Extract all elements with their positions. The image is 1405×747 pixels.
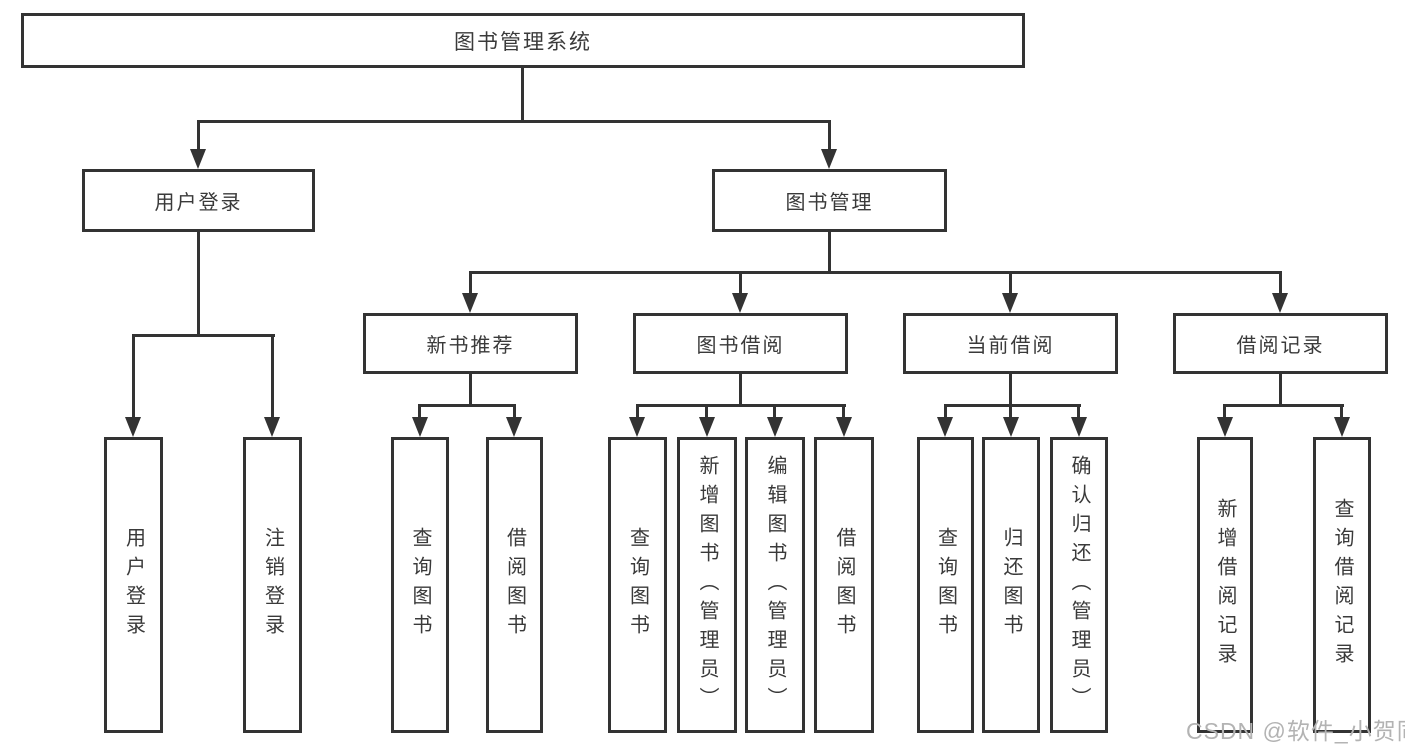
connector-user-login-branch [132,334,275,337]
connector-drop-leaf-logout [271,334,274,419]
node-label: 用户登录 [154,192,243,214]
node-label: 图书借阅 [696,335,785,357]
arrowhead-borrowing-add [699,417,715,437]
node-current-borrowing: 当前借阅 [903,313,1118,374]
leaf-label: 确认归还（管理员） [1068,454,1090,716]
leaf-label: 新增借阅记录 [1214,498,1236,672]
connector-drop-current-borrowing [1009,271,1012,295]
node-book-management: 图书管理 [712,169,947,232]
connector-drop-records-add [1223,404,1226,419]
arrowhead-borrowing-edit [767,417,783,437]
arrowhead-book-borrowing [732,293,748,313]
arrowhead-current-return [1003,417,1019,437]
leaf-current-return-books: 归还图书 [982,437,1040,733]
watermark-text: CSDN @软件_小贺同学 [1186,718,1405,744]
leaf-current-query-books: 查询图书 [917,437,974,733]
node-borrowing-records: 借阅记录 [1173,313,1388,374]
connector-drop-current-return [1009,404,1012,419]
leaf-label: 编辑图书（管理员） [764,454,786,716]
connector-drop-recommend-query [418,404,421,419]
connector-borrowing-stem [739,374,742,404]
leaf-records-query-record: 查询借阅记录 [1313,437,1371,733]
node-user-login: 用户登录 [82,169,315,232]
leaf-label: 借阅图书 [833,527,855,643]
arrowhead-current-borrowing [1002,293,1018,313]
leaf-label: 查询图书 [409,527,431,643]
connector-recommend-stem [469,374,472,404]
connector-drop-user-login [197,120,200,150]
arrowhead-leaf-user-login [125,417,141,437]
connector-drop-recommend-borrow [513,404,516,419]
arrowhead-book-management [821,149,837,169]
arrowhead-borrowing-borrow [836,417,852,437]
arrowhead-current-confirm [1071,417,1087,437]
connector-drop-current-query [944,404,947,419]
leaf-label: 归还图书 [1000,527,1022,643]
leaf-borrowing-edit-books-admin: 编辑图书（管理员） [745,437,805,733]
arrowhead-new-book-recommend [462,293,478,313]
connector-drop-borrowing-borrow [842,404,845,419]
node-label: 借阅记录 [1236,335,1325,357]
leaf-logout-login: 注销登录 [243,437,302,733]
connector-drop-book-management [828,120,831,150]
leaf-recommend-borrow-books: 借阅图书 [486,437,543,733]
arrowhead-leaf-logout [264,417,280,437]
node-library-system: 图书管理系统 [21,13,1025,68]
arrowhead-recommend-borrow [506,417,522,437]
connector-current-branch [944,404,1081,407]
leaf-label: 查询图书 [934,527,957,643]
leaf-borrowing-add-books-admin: 新增图书（管理员） [677,437,737,733]
connector-root-trunk [521,68,524,120]
leaf-label: 查询图书 [626,527,649,643]
leaf-recommend-query-books: 查询图书 [391,437,449,733]
connector-recommend-branch [418,404,516,407]
arrowhead-current-query [937,417,953,437]
leaf-label: 新增图书（管理员） [696,454,718,716]
leaf-borrowing-query-books: 查询图书 [608,437,667,733]
connector-records-stem [1279,374,1282,404]
arrowhead-records-add [1217,417,1233,437]
node-label: 当前借阅 [966,335,1055,357]
arrowhead-recommend-query [412,417,428,437]
connector-borrowing-branch [636,404,846,407]
connector-drop-borrowing-add [705,404,708,419]
connector-current-stem [1009,374,1012,404]
leaf-label: 用户登录 [122,527,145,643]
connector-level2-branch [197,120,831,123]
leaf-records-add-record: 新增借阅记录 [1197,437,1253,733]
leaf-user-login: 用户登录 [104,437,163,733]
connector-drop-borrowing-edit [773,404,776,419]
connector-drop-current-confirm [1077,404,1080,419]
arrowhead-user-login [190,149,206,169]
leaf-current-confirm-return-admin: 确认归还（管理员） [1050,437,1108,733]
connector-drop-records-query [1340,404,1343,419]
connector-drop-book-borrowing [739,271,742,295]
connector-drop-leaf-user-login [132,334,135,419]
node-label: 图书管理系统 [454,30,592,54]
node-label: 新书推荐 [426,335,515,357]
arrowhead-records-query [1334,417,1350,437]
arrowhead-borrowing-records [1272,293,1288,313]
connector-user-login-stem [197,232,200,334]
leaf-borrowing-borrow-books: 借阅图书 [814,437,874,733]
connector-drop-borrowing-records [1279,271,1282,295]
arrowhead-borrowing-query [629,417,645,437]
node-label: 图书管理 [785,192,874,214]
node-book-borrowing: 图书借阅 [633,313,848,374]
connector-drop-borrowing-query [636,404,639,419]
leaf-label: 借阅图书 [503,527,526,643]
connector-book-management-stem [828,232,831,271]
leaf-label: 注销登录 [261,527,284,643]
leaf-label: 查询借阅记录 [1331,498,1353,672]
node-new-book-recommend: 新书推荐 [363,313,578,374]
connector-records-branch [1223,404,1344,407]
connector-level3-branch [469,271,1281,274]
connector-drop-new-book-recommend [469,271,472,295]
